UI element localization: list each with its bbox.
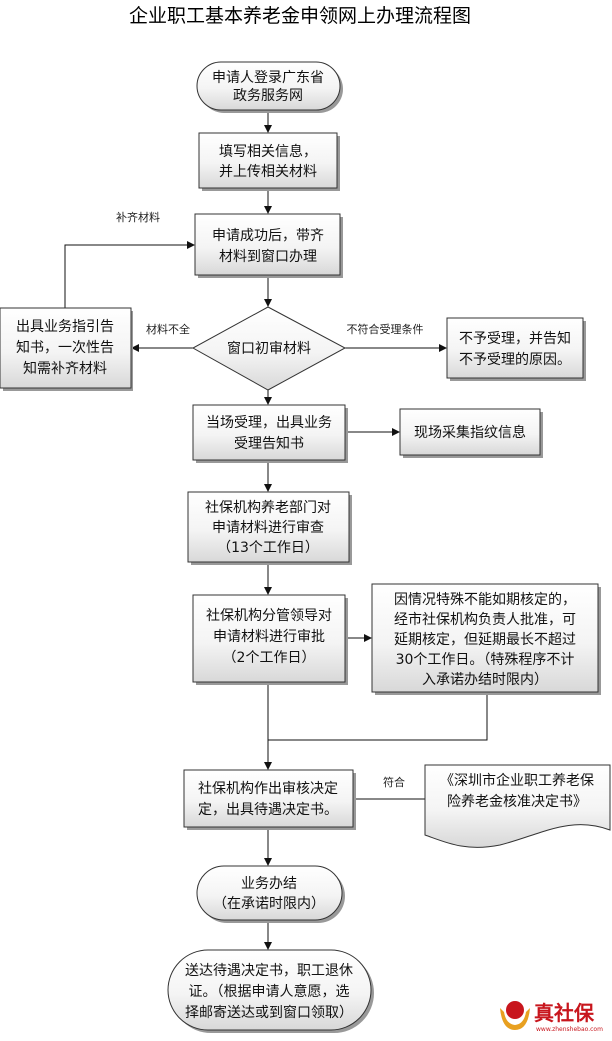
svg-text:受理告知书: 受理告知书 [234, 435, 304, 452]
svg-text:材料到窗口办理: 材料到窗口办理 [219, 248, 317, 265]
node-decision: 社保机构作出审核决定 定，出具待遇决定书。 [183, 769, 356, 830]
svg-text:30个工作日。（特殊程序不计: 30个工作日。（特殊程序不计 [396, 652, 575, 668]
svg-text:送达待遇决定书，职工退休: 送达待遇决定书，职工退休 [185, 963, 353, 979]
svg-text:社保机构养老部门对: 社保机构养老部门对 [205, 500, 331, 516]
svg-text:政务服务网: 政务服务网 [233, 88, 303, 104]
node-document: 《深圳市企业职工养老保 险养老金核准决定书》 [424, 764, 611, 848]
node-complete: 业务办结 （在承诺时限内） [196, 865, 345, 923]
svg-text:社保机构作出审核决定: 社保机构作出审核决定 [198, 781, 338, 797]
svg-text:证。（根据申请人意愿，选: 证。（根据申请人意愿，选 [189, 983, 350, 1000]
svg-text:申请成功后，带齐: 申请成功后，带齐 [212, 228, 324, 244]
page-title: 企业职工基本养老金申领网上办理流程图 [129, 5, 471, 27]
svg-text:出具业务指引告: 出具业务指引告 [16, 319, 114, 335]
connectors [64, 110, 488, 950]
node-reject: 不予受理，并告知 不予受理的原因。 [446, 317, 586, 381]
globe-icon [506, 1001, 524, 1019]
zhenshebao-logo: 真社保 www.zhenshebao.com [500, 1001, 603, 1033]
svg-text:《深圳市企业职工养老保: 《深圳市企业职工养老保 [440, 772, 594, 789]
svg-text:申请材料进行审查: 申请材料进行审查 [212, 520, 324, 536]
svg-text:业务办结: 业务办结 [241, 876, 297, 892]
node-dept-review: 社保机构养老部门对 申请材料进行审查 （13个工作日） [187, 491, 352, 565]
node-review-decision: 窗口初审材料 [191, 306, 347, 391]
svg-text:（2个工作日）: （2个工作日） [223, 650, 316, 666]
node-accept: 当场受理，出具业务 受理告知书 [192, 404, 348, 463]
svg-text:填写相关信息，: 填写相关信息， [219, 143, 317, 160]
svg-text:申请人登录广东省: 申请人登录广东省 [212, 70, 324, 86]
node-deliver: 送达待遇决定书，职工退休 证。（根据申请人意愿，选 择邮寄送达或到窗口领取） [167, 949, 374, 1033]
node-extension: 因情况特殊不能如期核定的， 经市社保机构负责人批准，可 延期核定，但延期最长不超… [371, 583, 601, 695]
svg-text:www.zhenshebao.com: www.zhenshebao.com [536, 1026, 603, 1033]
node-fingerprint: 现场采集指纹信息 [399, 408, 543, 458]
node-leader-approve: 社保机构分管领导对 申请材料进行审批 （2个工作日） [192, 594, 348, 685]
node-window: 申请成功后，带齐 材料到窗口办理 [194, 213, 343, 278]
hands-icon [500, 1008, 530, 1030]
svg-text:窗口初审材料: 窗口初审材料 [227, 340, 311, 357]
edge-label-supplement: 补齐材料 [116, 210, 160, 224]
svg-text:知需补齐材料: 知需补齐材料 [23, 360, 107, 377]
svg-text:经市社保机构负责人批准，可: 经市社保机构负责人批准，可 [394, 611, 576, 628]
node-guide: 出具业务指引告 知书，一次性告 知需补齐材料 [0, 307, 133, 391]
edge-label-not-eligible: 不符合受理条件 [347, 322, 424, 336]
svg-text:延期核定，但延期最长不超过: 延期核定，但延期最长不超过 [394, 632, 576, 648]
svg-text:不予受理的原因。: 不予受理的原因。 [459, 352, 571, 368]
edge-label-eligible: 符合 [383, 775, 405, 789]
svg-text:并上传相关材料: 并上传相关材料 [219, 164, 317, 180]
node-fill-info: 填写相关信息， 并上传相关材料 [198, 132, 340, 191]
svg-text:知书，一次性告: 知书，一次性告 [16, 339, 114, 356]
svg-text:险养老金核准决定书》: 险养老金核准决定书》 [447, 794, 587, 810]
svg-text:现场采集指纹信息: 现场采集指纹信息 [414, 424, 526, 441]
svg-text:不予受理，并告知: 不予受理，并告知 [459, 330, 571, 347]
svg-text:（在承诺时限内）: （在承诺时限内） [213, 896, 325, 912]
svg-text:真社保: 真社保 [534, 1001, 595, 1025]
svg-text:申请材料进行审批: 申请材料进行审批 [213, 629, 325, 645]
edge-label-incomplete: 材料不全 [146, 322, 190, 336]
svg-text:择邮寄送达或到窗口领取）: 择邮寄送达或到窗口领取） [185, 1004, 353, 1021]
svg-text:入承诺办结时限内）: 入承诺办结时限内） [422, 672, 548, 688]
svg-text:社保机构分管领导对: 社保机构分管领导对 [206, 608, 332, 624]
svg-text:（13个工作日）: （13个工作日） [217, 540, 319, 556]
svg-text:因情况特殊不能如期核定的，: 因情况特殊不能如期核定的， [394, 592, 576, 608]
svg-text:定，出具待遇决定书。: 定，出具待遇决定书。 [198, 802, 338, 818]
svg-text:当场受理，出具业务: 当场受理，出具业务 [206, 415, 332, 431]
node-login: 申请人登录广东省 政务服务网 [196, 61, 343, 113]
